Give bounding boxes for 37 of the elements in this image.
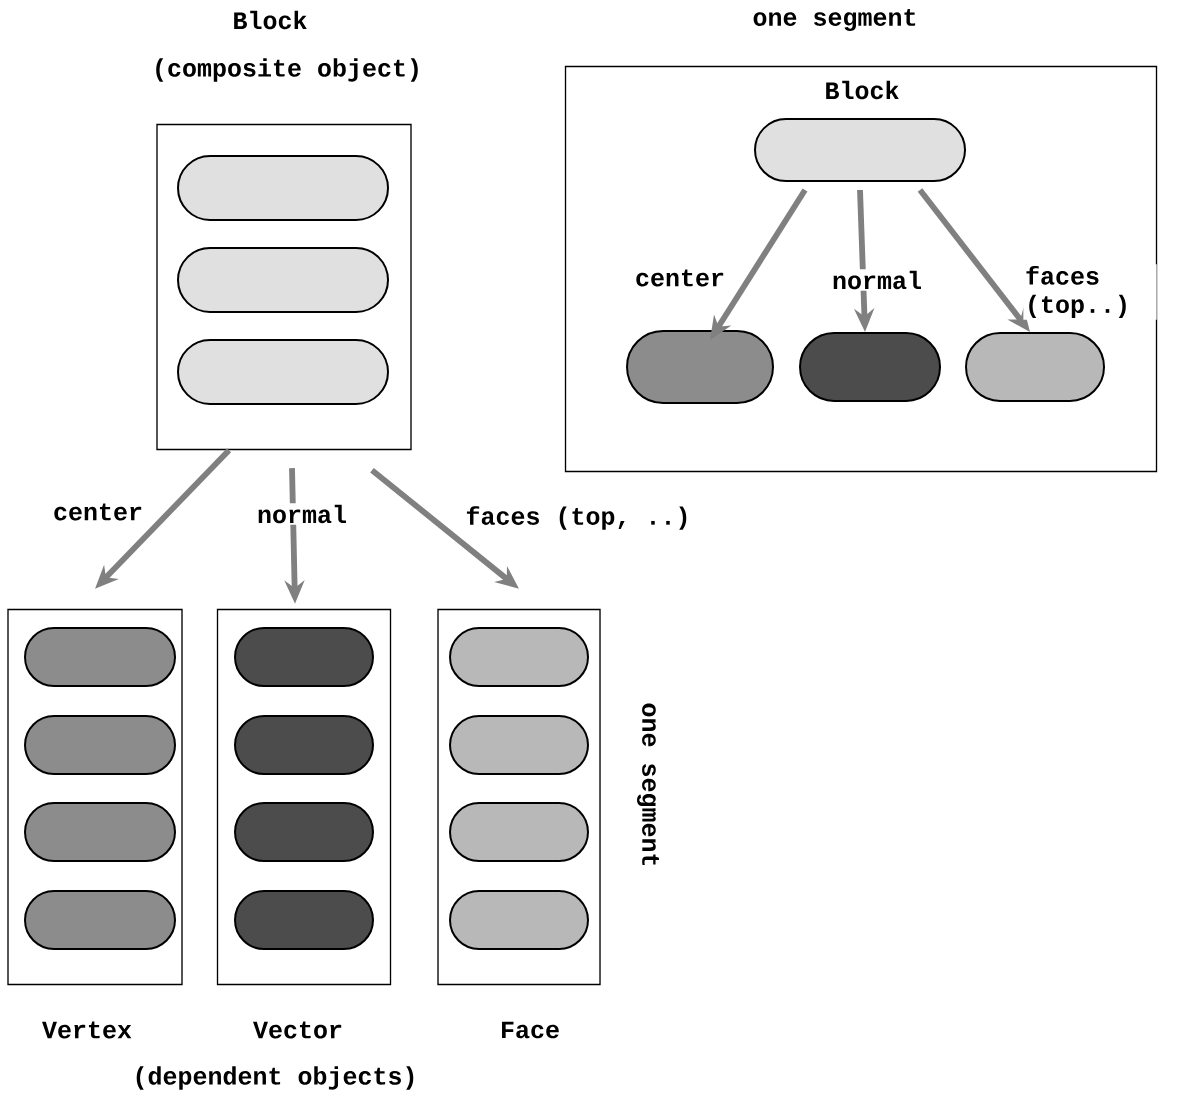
pill-shape bbox=[234, 627, 374, 687]
node-label: Vector bbox=[253, 1021, 342, 1039]
pill-shape bbox=[626, 330, 774, 404]
pill-shape bbox=[449, 627, 589, 687]
node-label: Block bbox=[234, 10, 307, 30]
node-label: (composite object) bbox=[156, 58, 418, 82]
pill-shape bbox=[24, 715, 176, 775]
group-box: Block (composite object) bbox=[156, 10, 418, 451]
pill-shape bbox=[449, 890, 589, 950]
edge-label: faces (top..) bbox=[1023, 264, 1157, 320]
group-box: Vector bbox=[216, 608, 392, 1039]
edge-label: center bbox=[51, 501, 145, 523]
pill-shape bbox=[177, 339, 389, 405]
pill-shape bbox=[449, 715, 589, 775]
pill-shape bbox=[24, 890, 176, 950]
pill-shape bbox=[234, 802, 374, 862]
node-label: Face bbox=[502, 1021, 559, 1039]
node-label: one segment bbox=[753, 9, 916, 31]
pill-shape bbox=[24, 627, 176, 687]
edge-label: faces (top, ..) bbox=[463, 504, 693, 532]
group-box: Vertex bbox=[7, 608, 183, 1039]
node-label: Block bbox=[826, 80, 899, 100]
edge-label: center bbox=[633, 267, 727, 289]
pill-shape bbox=[177, 247, 389, 313]
pill-shape bbox=[234, 715, 374, 775]
node-label: Vertex bbox=[42, 1021, 132, 1039]
pill-shape bbox=[799, 332, 941, 402]
group-box: Face bbox=[437, 608, 601, 1039]
pill-shape bbox=[234, 890, 374, 950]
edge-label: normal bbox=[830, 269, 924, 291]
text-label: (dependent objects) bbox=[136, 1066, 414, 1090]
pill-shape bbox=[965, 332, 1105, 402]
pill-shape bbox=[177, 155, 389, 221]
text-label: one segment bbox=[637, 703, 659, 866]
pill-shape bbox=[449, 802, 589, 862]
edge-label: normal bbox=[255, 503, 349, 525]
pill-shape bbox=[24, 802, 176, 862]
